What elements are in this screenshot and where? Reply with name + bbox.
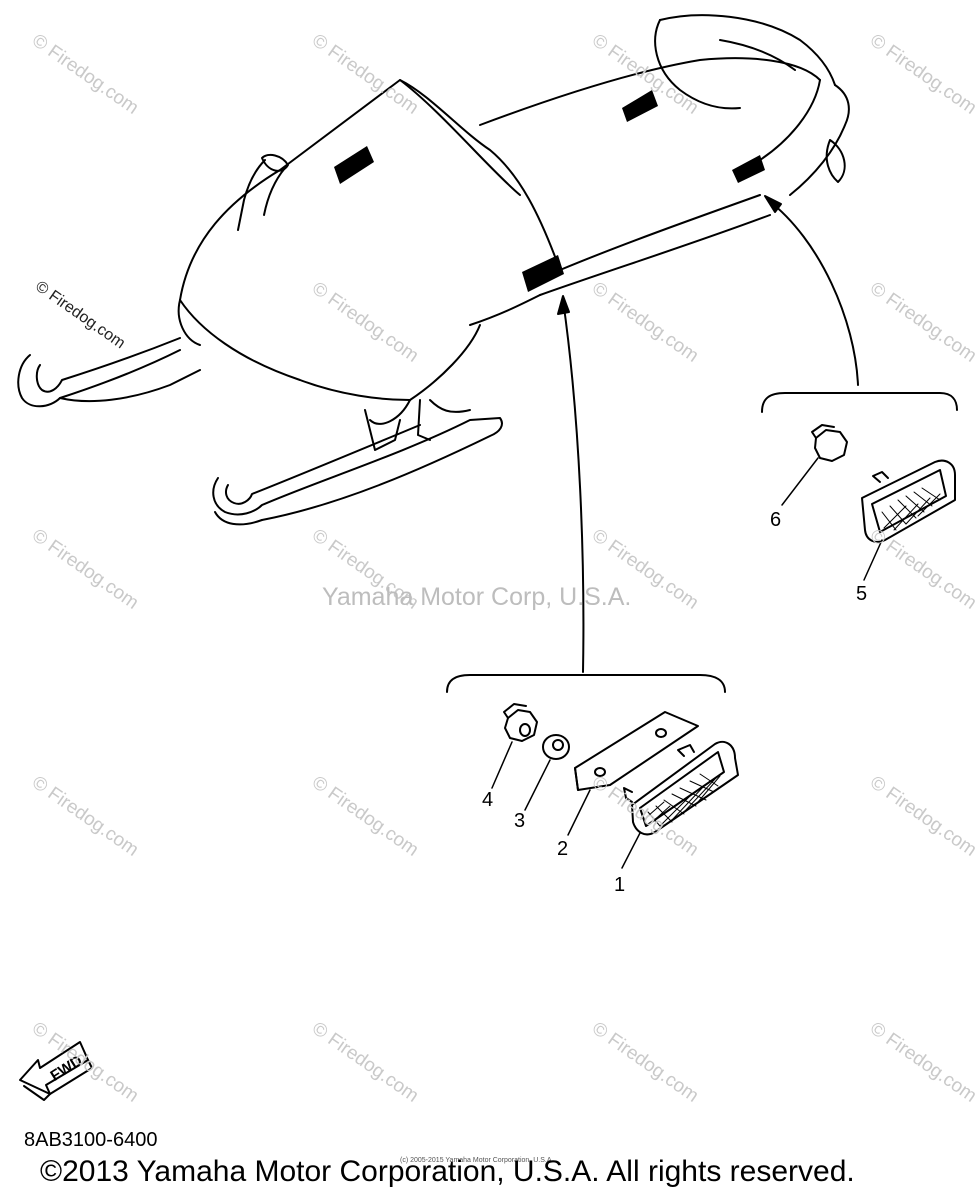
tiny-credit: (c) 2005-2015 Yamaha Motor Corporation, … (400, 1157, 554, 1164)
part-code: 8AB3100-6400 (24, 1129, 158, 1151)
bracket-front-group (446, 674, 726, 693)
center-credit: Yamaha Motor Corp, U.S.A. (322, 583, 632, 611)
fwd-arrow-icon (19, 1041, 93, 1101)
ski-rear (212, 417, 503, 526)
snowmobile-body (177, 14, 850, 451)
copyright: ©2013 Yamaha Motor Corporation, U.S.A. A… (40, 1155, 855, 1188)
part-3-washer (542, 734, 570, 760)
bracket-rear-group (761, 392, 958, 413)
part-1-reflector (623, 740, 739, 836)
leader-arrow-rear (764, 195, 859, 386)
callout-2: 2 (557, 838, 569, 860)
callout-leaders (491, 457, 883, 869)
callout-4: 4 (482, 789, 494, 811)
part-5-reflector (861, 459, 956, 543)
ski-front (17, 337, 201, 408)
decal-front-side (522, 255, 564, 292)
callout-6: 6 (770, 509, 782, 531)
decal-seat (622, 90, 658, 122)
reflector-location-marks (334, 90, 765, 292)
part-1-hatch (647, 773, 721, 827)
part-4-nut (503, 703, 538, 742)
part-2-plate (574, 711, 699, 791)
decal-hood (334, 146, 374, 184)
callout-1: 1 (614, 874, 626, 896)
callout-3: 3 (514, 810, 526, 832)
part-5-hatch (881, 487, 941, 531)
decal-rear-side (732, 155, 765, 183)
leader-arrow-front (557, 295, 585, 673)
callout-5: 5 (856, 583, 868, 605)
part-6-nut (811, 424, 848, 462)
